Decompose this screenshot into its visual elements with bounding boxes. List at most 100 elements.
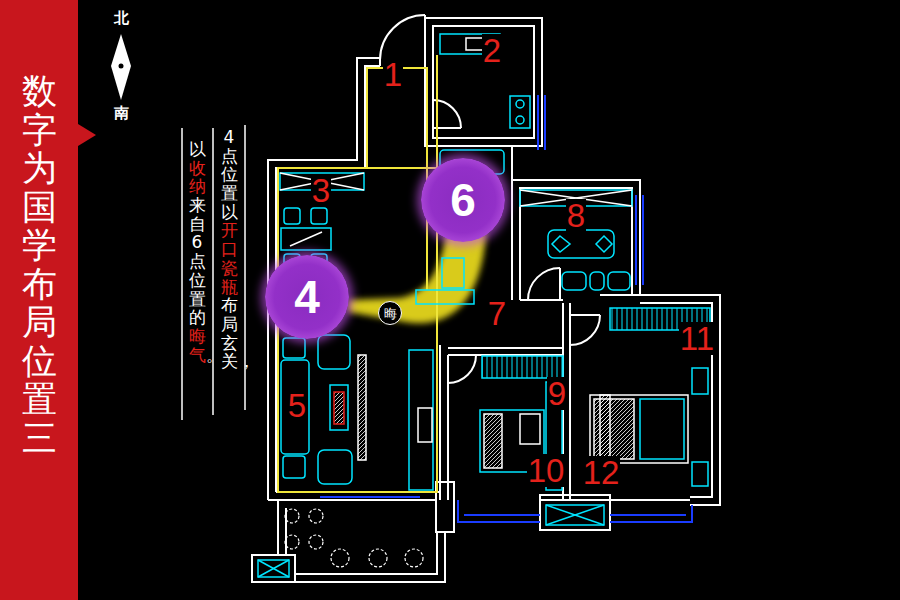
wall: [433, 26, 534, 138]
text-run: 收: [189, 158, 206, 178]
text-run: 6: [192, 232, 203, 252]
wall: [295, 532, 445, 582]
text-run: 置: [221, 183, 238, 203]
window: [635, 195, 637, 285]
furniture: [482, 356, 563, 378]
text-run: 位: [189, 270, 206, 290]
title-band: 数字为国学布局位置三: [0, 0, 78, 600]
furniture: [281, 360, 309, 454]
furniture: [546, 505, 604, 525]
wall: [520, 188, 632, 300]
callout-number: 3: [311, 174, 331, 207]
plant: [285, 509, 299, 523]
compass-needle: [111, 34, 131, 100]
furniture: [258, 560, 289, 577]
pointer-triangle: [78, 124, 96, 146]
pointer-triangle: [78, 124, 96, 146]
furniture: [258, 34, 710, 577]
furniture: [290, 232, 322, 246]
text-run: 开: [221, 220, 238, 240]
node-text: 6: [450, 177, 476, 223]
furniture: [418, 408, 432, 442]
furniture: [608, 272, 630, 290]
furniture: [334, 392, 344, 424]
window: [537, 95, 539, 150]
text-run: 瓶: [221, 277, 238, 297]
furniture: [596, 236, 612, 252]
furniture: [358, 355, 366, 460]
text-run: 关: [221, 351, 238, 371]
furniture: [562, 272, 586, 290]
wall: [380, 15, 425, 60]
furniture: [284, 208, 300, 224]
column-rule: [182, 125, 245, 420]
wall: [511, 146, 513, 180]
partition: [278, 55, 437, 492]
window: [464, 514, 540, 516]
position-circle: 6: [421, 158, 505, 242]
wall: [540, 499, 690, 501]
compass-needle: [111, 34, 131, 100]
furniture: [283, 338, 305, 358]
wall: [252, 15, 720, 582]
text-run: 纳: [189, 176, 206, 196]
furniture: [516, 100, 524, 108]
callout-number: 7: [487, 297, 507, 330]
furniture: [640, 399, 684, 459]
plant: [309, 535, 323, 549]
furniture: [546, 505, 604, 525]
text-run: 4: [224, 127, 235, 147]
wall: [512, 180, 640, 300]
node-text: 4: [294, 274, 320, 320]
furniture: [318, 450, 352, 484]
text-run: 布: [221, 295, 238, 315]
partition: [436, 55, 438, 492]
plant: [369, 549, 387, 567]
text-run: ，: [238, 351, 255, 371]
furniture: [311, 208, 327, 224]
text-run: 的: [189, 307, 206, 327]
furniture: [484, 414, 502, 468]
wall: [448, 355, 476, 383]
furniture: [590, 272, 604, 290]
plant: [405, 549, 423, 567]
furniture: [318, 335, 350, 369]
text-run: 口: [221, 239, 238, 259]
text-run: 置: [189, 289, 206, 309]
plant: [285, 535, 299, 549]
furniture: [442, 258, 464, 288]
furniture: [258, 560, 289, 577]
callout-number: 12: [582, 456, 621, 489]
plant: [331, 549, 349, 567]
text-run: 自: [189, 214, 206, 234]
node-text: 数字为国学布局位置三: [22, 72, 57, 457]
plant: [309, 509, 323, 523]
marker-circle: 晦: [378, 301, 402, 325]
wall: [570, 314, 600, 316]
furniture: [330, 385, 348, 430]
wall: [600, 294, 640, 296]
vertical-note: 以收纳来自6点位置的晦气。: [189, 140, 206, 364]
furniture: [552, 236, 570, 252]
furniture: [416, 290, 474, 304]
furniture: [692, 462, 708, 486]
wall: [439, 345, 441, 500]
callout-number: 8: [566, 199, 586, 232]
text-run: 点: [221, 146, 238, 166]
callout-number: 1: [383, 58, 403, 91]
text-run: 以: [189, 139, 206, 159]
window: [458, 500, 540, 522]
node-text: 晦: [384, 307, 397, 320]
column-rule: [181, 128, 183, 420]
wall: [520, 299, 563, 301]
position-circle: 4: [265, 255, 349, 339]
furniture: [548, 230, 614, 258]
furniture: [520, 414, 540, 444]
callout-number: 10: [527, 454, 566, 487]
wall: [559, 268, 561, 300]
plant: [285, 509, 423, 567]
compass-label: 北: [114, 11, 129, 26]
furniture: [281, 228, 331, 250]
text-run: 瓷: [221, 258, 238, 278]
